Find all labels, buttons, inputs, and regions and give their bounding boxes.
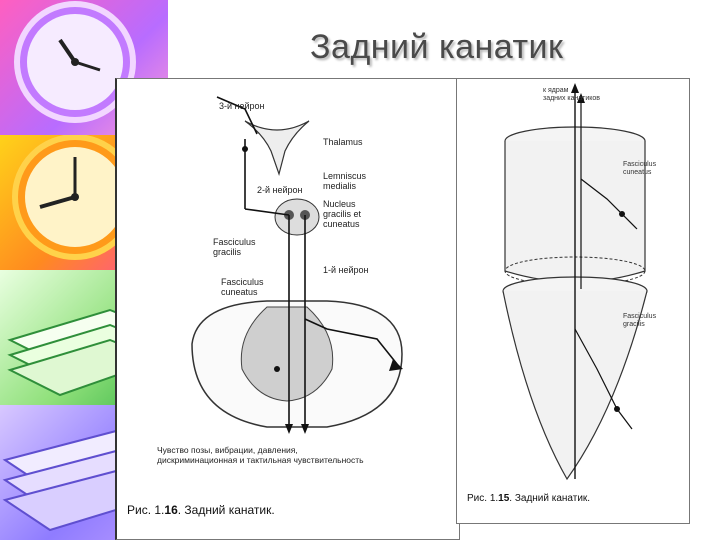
label-fasciculus-gracilis: Fasciculus gracilis [213,237,256,257]
label-sensation-description: Чувство позы, вибрации, давления, дискри… [157,445,364,465]
caption-prefix: Рис. 1. [467,493,499,504]
caption-number: 15 [498,493,510,504]
label-fasciculus-gracilis: Fasciculus gracilis [623,313,657,328]
pathway-diagram [191,96,403,434]
label-neuron-2: 2-й нейрон [257,185,303,195]
caption-text: . Задний канатик. [177,503,275,517]
label-fasciculus-cuneatus: Fasciculus cuneatus [623,161,657,176]
label-neuron-3: 3-й нейрон [219,101,265,111]
caption-text: . Задний канатик. [509,493,591,504]
figure-posterior-column-3d: к ядрам задних канатиков Fasciculus cune… [456,78,690,524]
figure-2-caption: Рис. 1.15. Задний канатик. [467,493,590,504]
clock-tile-purple [0,0,168,135]
caption-prefix: Рис. 1. [127,503,165,517]
label-to-nuclei: к ядрам задних канатиков [543,87,600,102]
label-lemniscus-medialis: Lemniscus medialis [323,171,367,191]
label-thalamus: Thalamus [323,137,363,147]
label-neuron-1: 1-й нейрон [323,265,369,275]
clock-icon [14,1,136,123]
figure-posterior-column-pathway: 3-й нейрон Thalamus Lemniscus medialis 2… [115,78,460,540]
label-nucleus-gracilis-cuneatus: Nucleus gracilis et cuneatus [323,199,362,229]
figure-1-caption: Рис. 1.16. Задний канатик. [127,503,275,517]
column-diagram [502,83,648,481]
label-fasciculus-cuneatus: Fasciculus cuneatus [221,277,264,297]
slide-title: Задний канатик [310,28,564,66]
caption-number: 16 [164,503,178,517]
